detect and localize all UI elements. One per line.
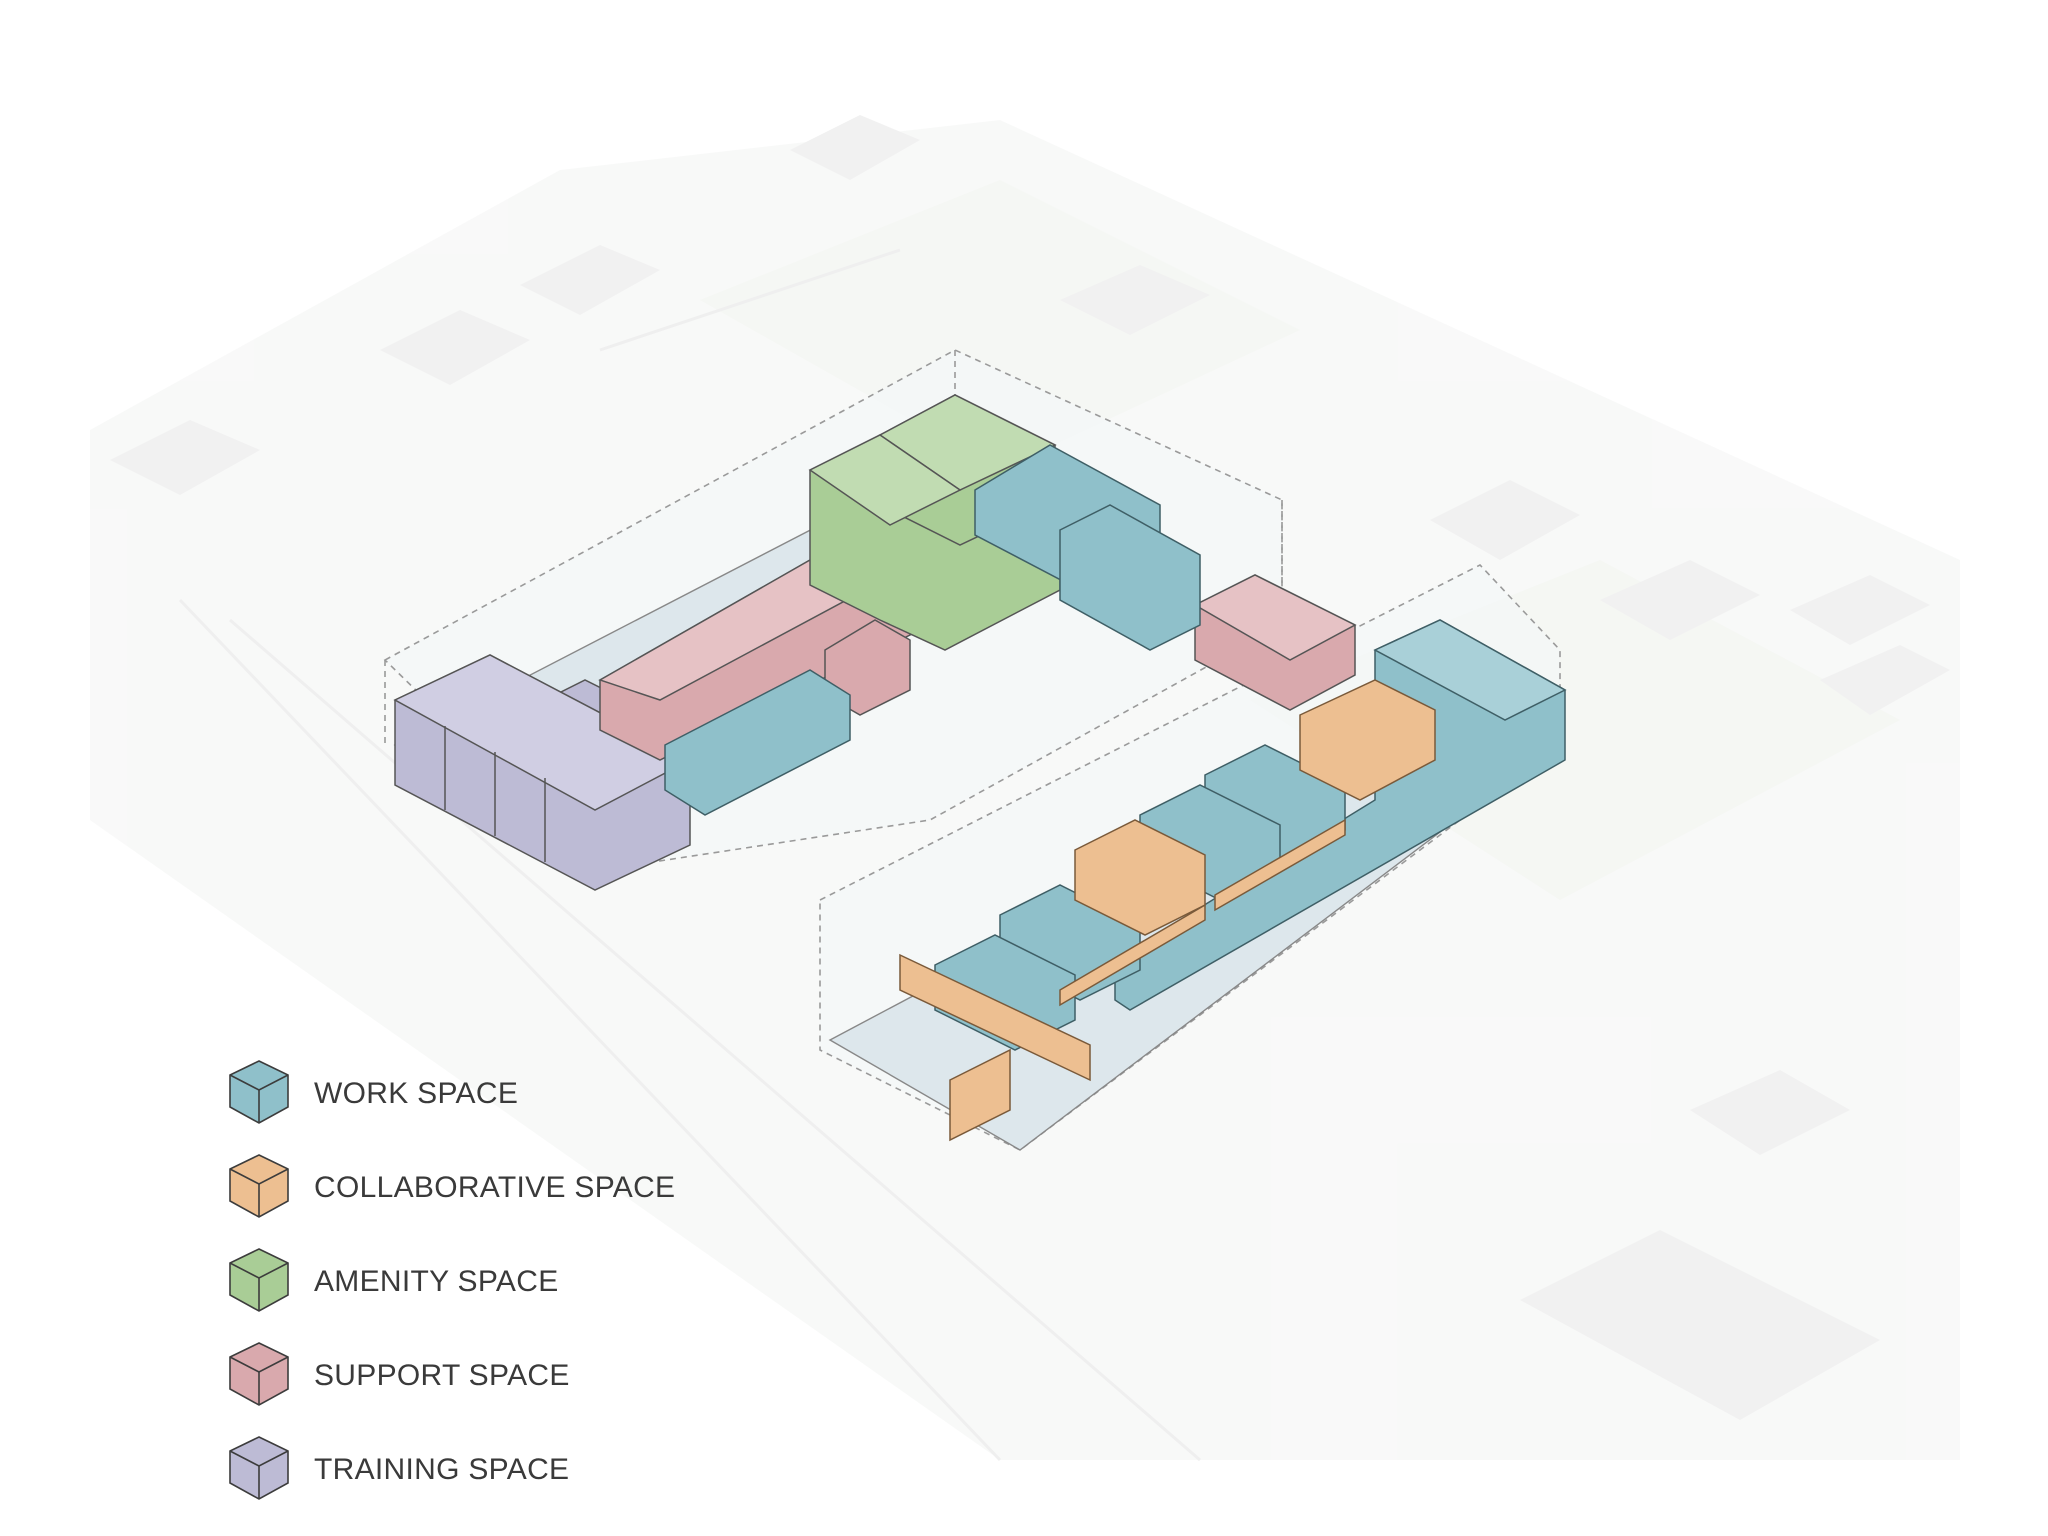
cube-icon [229,1154,289,1218]
training-blocks [393,654,692,891]
cube-icon [229,1342,289,1406]
legend-label: SUPPORT SPACE [314,1359,570,1392]
cube-icon [229,1436,289,1500]
legend-label: TRAINING SPACE [314,1453,570,1486]
site-context [90,115,1960,1462]
legend: WORK SPACE COLLABORATIVE SPACE AMENITY S… [222,1055,922,1525]
legend-item-support-space: SUPPORT SPACE [222,1337,570,1415]
legend-item-work-space: WORK SPACE [222,1055,518,1133]
legend-item-amenity-space: AMENITY SPACE [222,1243,559,1321]
cube-icon [229,1060,289,1124]
collaborative-blocks [899,679,1436,1142]
cube-icon [229,1248,289,1312]
legend-item-training-space: TRAINING SPACE [222,1431,569,1509]
legend-label: COLLABORATIVE SPACE [314,1171,676,1204]
legend-label: WORK SPACE [314,1077,519,1110]
legend-item-collaborative-space: COLLABORATIVE SPACE [222,1149,675,1227]
legend-label: AMENITY SPACE [314,1265,559,1298]
